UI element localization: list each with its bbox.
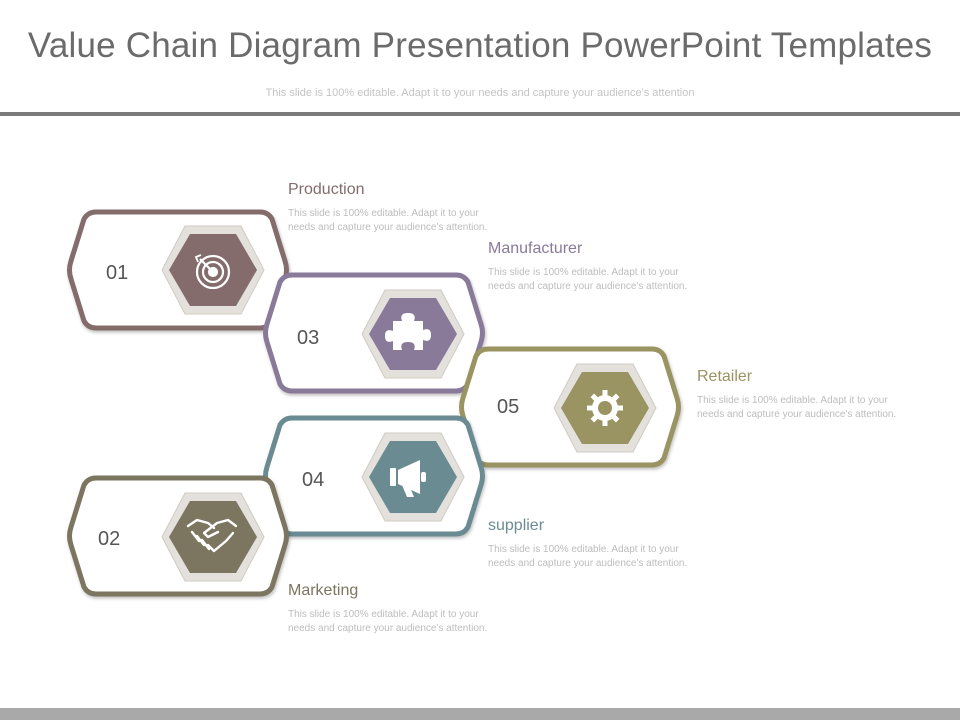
step-01-label: Production This slide is 100% editable. … <box>288 181 503 235</box>
step-01-description: This slide is 100% editable. Adapt it to… <box>288 208 488 233</box>
step-05-title: Retailer <box>697 368 753 385</box>
step-03-description: This slide is 100% editable. Adapt it to… <box>488 267 688 292</box>
header-divider <box>0 112 960 116</box>
step-02-title: Marketing <box>288 582 359 599</box>
footer-bar <box>0 708 960 720</box>
step-01-node: 01 <box>67 209 289 331</box>
step-05-label: Retailer This slide is 100% editable. Ad… <box>697 368 912 422</box>
step-05-number: 05 <box>497 396 519 418</box>
step-04-title: supplier <box>488 517 545 534</box>
puzzle-icon <box>385 313 431 350</box>
handshake-icon <box>186 518 238 553</box>
step-02-description: This slide is 100% editable. Adapt it to… <box>288 609 488 634</box>
step-01-number: 01 <box>106 262 128 284</box>
step-02-label: Marketing This slide is 100% editable. A… <box>288 582 503 636</box>
step-03-title: Manufacturer <box>488 240 583 257</box>
step-03-node: 03 <box>263 272 485 394</box>
megaphone-icon <box>390 460 426 497</box>
slide-title: Value Chain Diagram Presentation PowerPo… <box>27 26 933 65</box>
step-04-label: supplier This slide is 100% editable. Ad… <box>488 517 703 571</box>
step-04-node: 04 <box>263 415 485 537</box>
gear-icon <box>587 390 623 426</box>
step-03-label: Manufacturer This slide is 100% editable… <box>488 240 703 294</box>
step-04-number: 04 <box>302 469 324 491</box>
target-icon <box>194 254 231 290</box>
step-02-number: 02 <box>98 528 120 550</box>
step-02-node: 02 <box>67 475 289 597</box>
step-04-description: This slide is 100% editable. Adapt it to… <box>488 544 688 569</box>
step-01-title: Production <box>288 181 365 198</box>
step-05-node: 05 <box>459 346 681 468</box>
step-03-number: 03 <box>297 327 319 349</box>
slide-subtitle: This slide is 100% editable. Adapt it to… <box>265 87 695 99</box>
step-05-description: This slide is 100% editable. Adapt it to… <box>697 395 897 420</box>
step-02-hex <box>169 501 257 573</box>
